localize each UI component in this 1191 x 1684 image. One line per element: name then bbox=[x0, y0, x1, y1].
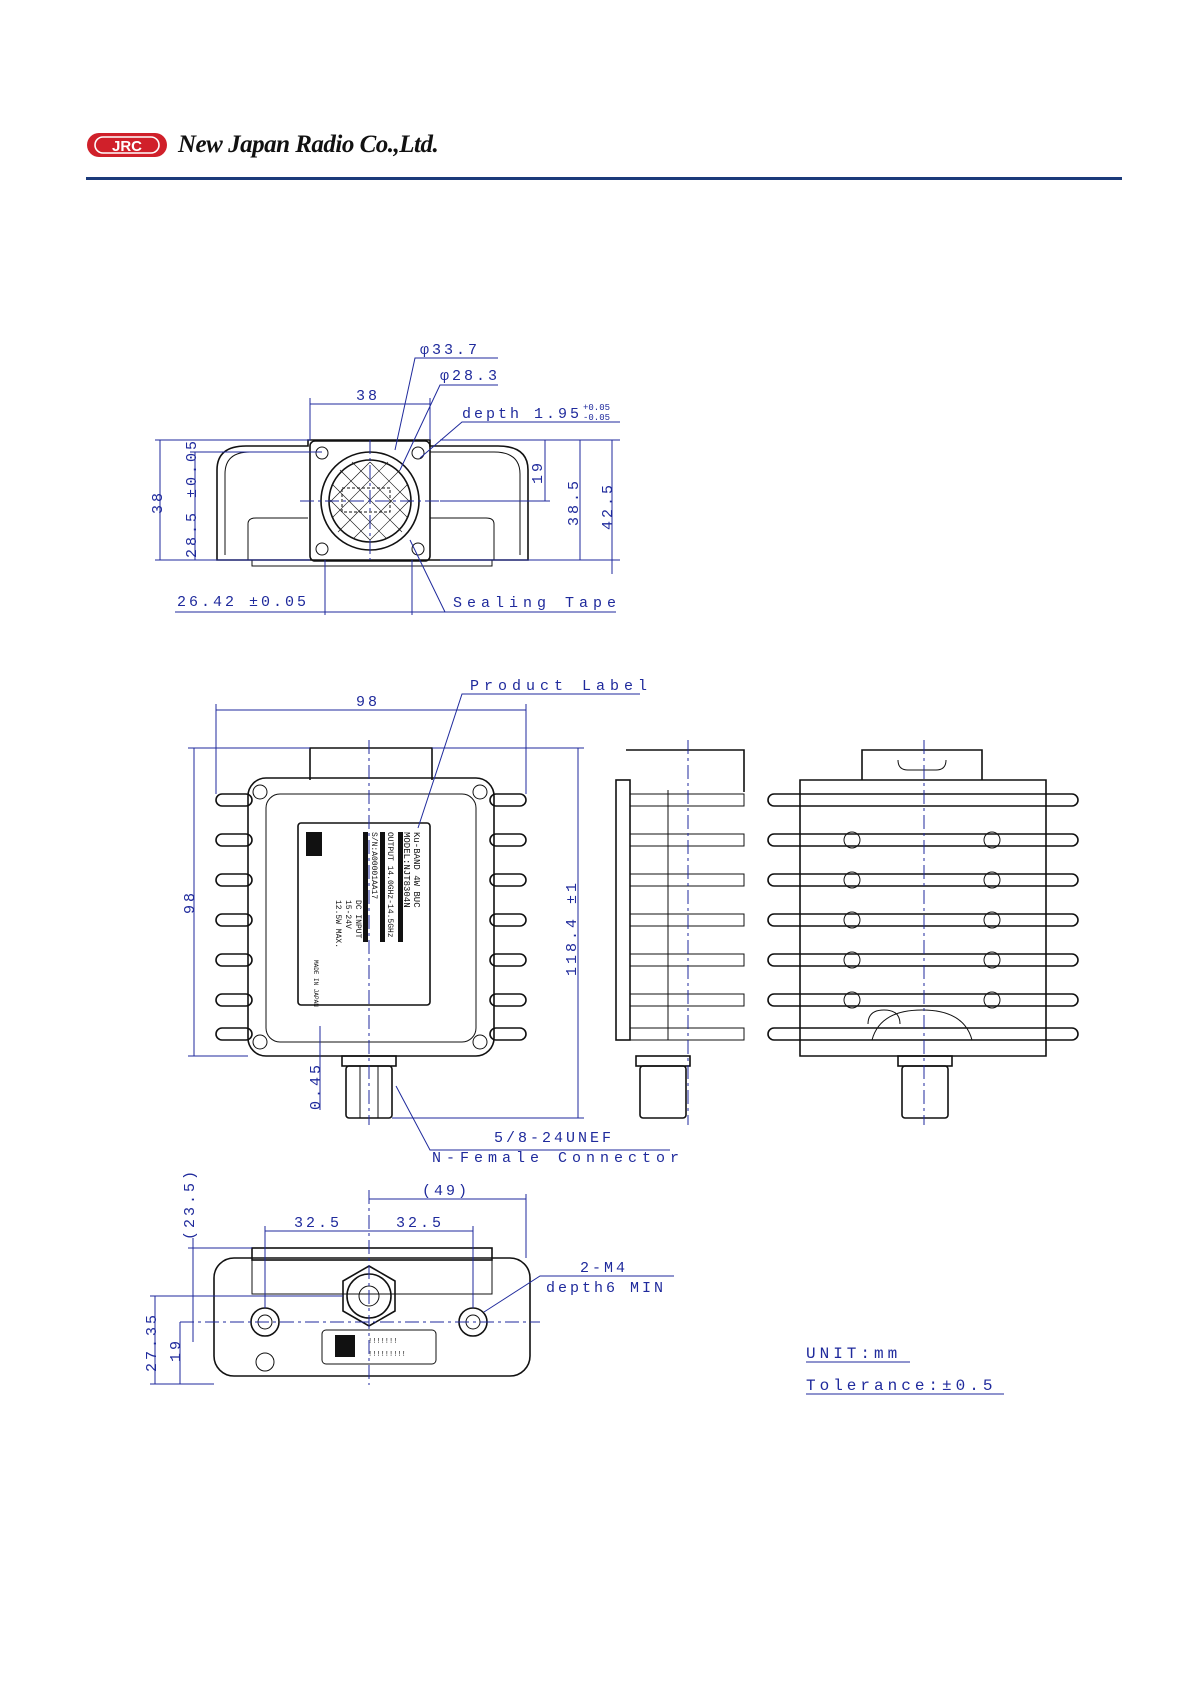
rear-view bbox=[767, 740, 1079, 1125]
bottom-view: !!!!!!! !!!!!!!!! (49) 32.5 32.5 (23.5) … bbox=[144, 1168, 674, 1385]
label-line1: Ku-BAND 4W BUC bbox=[411, 832, 421, 908]
dim-28-5: 28.5 ±0.05 bbox=[184, 438, 201, 558]
dim-98-width: 98 bbox=[356, 694, 380, 711]
dim-phi-33-7: φ33.7 bbox=[420, 342, 480, 359]
dim-32-5-left: 32.5 bbox=[294, 1215, 342, 1232]
label-line8: MADE IN JAPAN bbox=[312, 960, 319, 1007]
tolerance-note: Tolerance:±0.5 bbox=[806, 1377, 996, 1395]
product-label-text: Ku-BAND 4W BUC MODEL:NJT8304N OUTPUT 14.… bbox=[306, 832, 421, 1007]
thread-depth-label: depth6 MIN bbox=[546, 1280, 666, 1297]
dim-0-45: 0.45 bbox=[308, 1062, 325, 1110]
label-line6: 15-24V bbox=[343, 900, 352, 929]
jrc-logo: JRC bbox=[86, 130, 168, 160]
dim-19-bottom: 19 bbox=[168, 1338, 185, 1362]
sealing-tape-label: Sealing Tape bbox=[453, 595, 621, 612]
logo-text: JRC bbox=[112, 138, 142, 155]
label-line3: OUTPUT 14.0GHz-14.5GHz bbox=[385, 832, 394, 938]
label-line7: 12.5W MAX. bbox=[333, 900, 342, 948]
barcode-bottom: !!!!!!!!! bbox=[368, 1351, 406, 1359]
notes: UNIT:mm Tolerance:±0.5 bbox=[806, 1345, 1004, 1395]
top-view: 38 φ33.7 φ28.3 depth 1.95 +0.05 -0.05 38… bbox=[150, 342, 621, 615]
dim-38-5: 38.5 bbox=[566, 478, 583, 526]
dim-32-5-right: 32.5 bbox=[396, 1215, 444, 1232]
dim-98-height: 98 bbox=[182, 890, 199, 914]
dim-27-35: 27.35 bbox=[144, 1312, 161, 1372]
front-view: Ku-BAND 4W BUC MODEL:NJT8304N OUTPUT 14.… bbox=[182, 678, 684, 1167]
dim-phi-28-3: φ28.3 bbox=[440, 368, 500, 385]
dim-26-42: 26.42 ±0.05 bbox=[177, 594, 309, 611]
label-line2: MODEL:NJT8304N bbox=[401, 832, 411, 908]
barcode-top: !!!!!!! bbox=[368, 1338, 397, 1346]
dim-depth-1-95: depth 1.95 bbox=[462, 406, 582, 423]
dim-depth-tol-minus: -0.05 bbox=[583, 413, 610, 423]
company-name: New Japan Radio Co.,Ltd. bbox=[178, 131, 439, 158]
dim-42-5: 42.5 bbox=[600, 482, 617, 530]
dim-49: (49) bbox=[422, 1183, 470, 1200]
connector-thread-label: 5/8-24UNEF bbox=[494, 1130, 614, 1147]
connector-type-label: N-Female Connector bbox=[432, 1150, 684, 1167]
dim-19-top: 19 bbox=[530, 460, 547, 484]
dim-38-width: 38 bbox=[356, 388, 380, 405]
dim-23-5: (23.5) bbox=[182, 1168, 199, 1240]
label-line5: DC INPUT bbox=[353, 900, 362, 939]
thread-m4-label: 2-M4 bbox=[580, 1260, 628, 1277]
unit-note: UNIT:mm bbox=[806, 1345, 901, 1363]
label-line4: S/N:A00001AA17 bbox=[369, 832, 378, 899]
dim-depth-tol-plus: +0.05 bbox=[583, 403, 610, 413]
page-header: JRC New Japan Radio Co.,Ltd. bbox=[86, 128, 439, 162]
header-rule bbox=[86, 177, 1122, 180]
dim-38-height: 38 bbox=[150, 490, 167, 514]
product-label-callout: Product Label bbox=[470, 678, 652, 695]
dim-118-4: 118.4 ±1 bbox=[564, 880, 581, 976]
side-view bbox=[615, 740, 745, 1125]
